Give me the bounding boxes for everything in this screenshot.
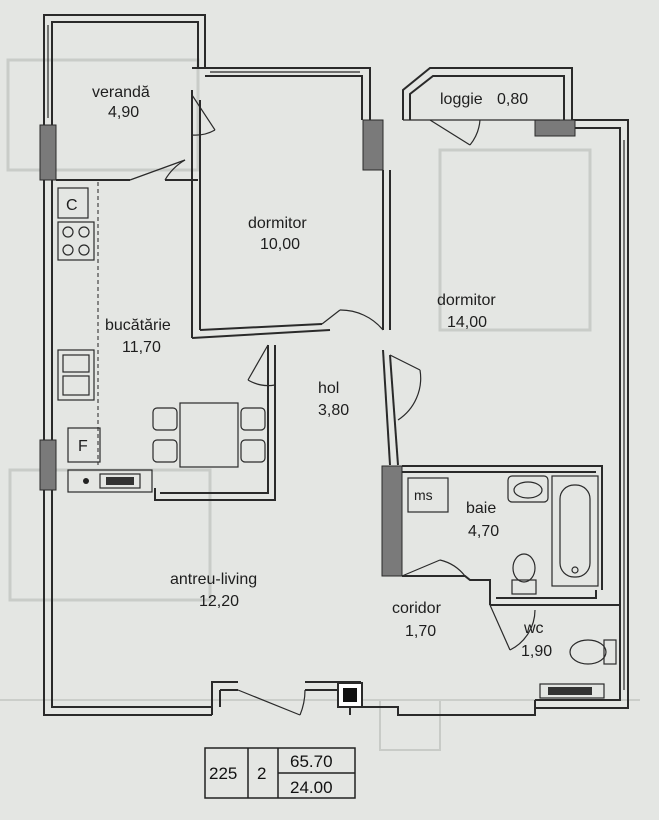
- room-name-hol: hol: [318, 380, 339, 397]
- room-name-bucatarie: bucătărie: [105, 317, 171, 334]
- room-name-loggie: loggie: [440, 91, 483, 108]
- room-name-wc: wc: [523, 620, 544, 637]
- room-area-antreu: 12,20: [199, 593, 239, 610]
- doors: [129, 94, 560, 716]
- room-labels: verandă 4,90 loggie 0,80 dormitor 10,00 …: [92, 84, 552, 660]
- room-area-coridor: 1,70: [405, 623, 436, 640]
- wc-fixtures: [539, 639, 617, 699]
- interior-walls: [56, 90, 620, 708]
- sink-icon: [57, 349, 95, 401]
- room-area-veranda: 4,90: [108, 104, 139, 121]
- room-name-dormitor-1: dormitor: [248, 215, 307, 232]
- room-area-dormitor-2: 14,00: [447, 314, 487, 331]
- room-area-wc: 1,90: [521, 643, 552, 660]
- cooker-label: C: [66, 197, 78, 214]
- radiator-icon: [67, 469, 153, 493]
- washbasin-icon: [507, 475, 549, 503]
- room-name-antreu: antreu-living: [170, 571, 257, 588]
- radiator-wc-icon: [539, 683, 605, 699]
- dining-table-icon: [152, 402, 266, 468]
- room-name-veranda: verandă: [92, 84, 150, 101]
- room-name-coridor: coridor: [392, 600, 442, 617]
- fridge-label: F: [78, 438, 88, 455]
- living-area: 24.00: [290, 778, 333, 797]
- bathtub-icon: [551, 475, 599, 587]
- room-name-baie: baie: [466, 500, 496, 517]
- room-area-dormitor-1: 10,00: [260, 236, 300, 253]
- room-name-dormitor-2: dormitor: [437, 292, 496, 309]
- structural-columns: [39, 119, 576, 708]
- hob-icon: [57, 221, 95, 261]
- ghost-background-plan: [0, 58, 640, 751]
- windows: [47, 25, 625, 690]
- ms-label: ms: [414, 487, 433, 503]
- room-area-baie: 4,70: [468, 523, 499, 540]
- room-area-hol: 3,80: [318, 402, 349, 419]
- toilet-icon: [569, 639, 617, 665]
- title-block: 225 2 65.70 24.00: [204, 747, 356, 799]
- kitchen-fixtures: C F: [57, 182, 153, 493]
- bathroom-fixtures: ms: [407, 475, 599, 595]
- total-area: 65.70: [290, 752, 333, 771]
- room-area-bucatarie: 11,70: [122, 339, 161, 356]
- toilet-bath-icon: [511, 553, 537, 595]
- apartment-number: 225: [209, 764, 237, 783]
- room-area-loggie: 0,80: [497, 91, 528, 108]
- rooms-count: 2: [257, 764, 266, 783]
